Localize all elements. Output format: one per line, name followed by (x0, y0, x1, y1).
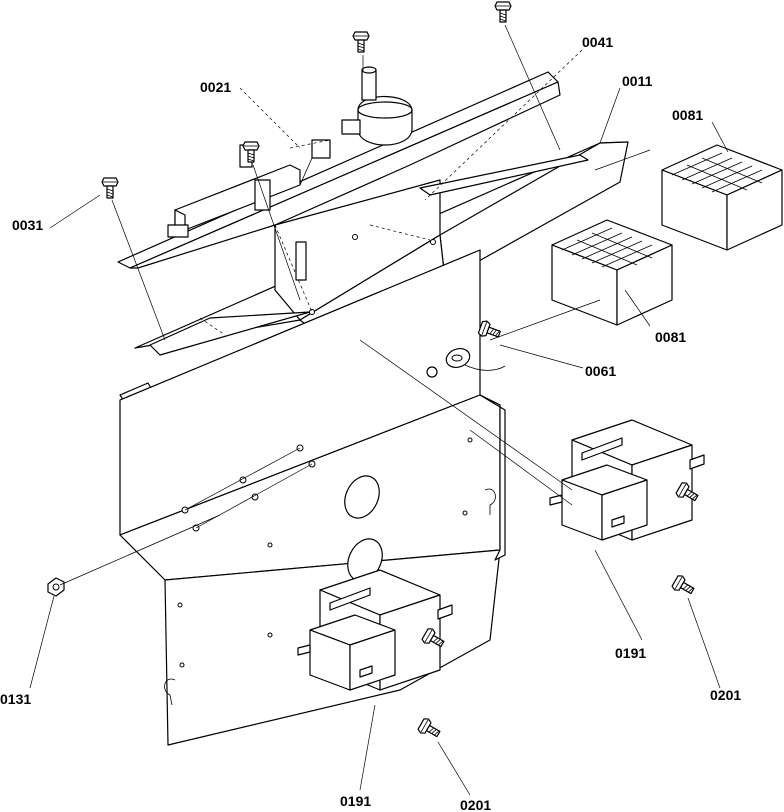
label-0081-middle: 0081 (655, 329, 686, 345)
label-0201-bottom: 0201 (460, 797, 491, 812)
screw-0061 (477, 319, 503, 343)
label-0041: 0041 (582, 34, 613, 50)
part-labels: 0021 0041 0011 0081 0031 0081 0061 0131 … (0, 34, 741, 812)
label-0011: 0011 (622, 73, 653, 89)
screw-top-1 (494, 1, 512, 23)
relay-0081-middle (551, 219, 673, 326)
screw-0201-right (670, 573, 697, 599)
label-0131: 0131 (0, 691, 31, 707)
label-0081-top: 0081 (672, 107, 703, 123)
screw-top-2 (352, 31, 370, 53)
label-0191-right: 0191 (615, 645, 646, 661)
label-0021: 0021 (200, 79, 231, 95)
label-0031: 0031 (12, 217, 43, 233)
screw-0201-bottom (416, 716, 443, 742)
assembly-lines (59, 24, 651, 586)
callout-leaders (29, 49, 729, 796)
transformer-0191-right (549, 419, 705, 541)
main-mounting-panel (119, 249, 506, 746)
label-0191-bottom: 0191 (340, 793, 371, 809)
label-0061: 0061 (585, 363, 616, 379)
relay-0081-top (661, 144, 783, 251)
screw-left-0031 (101, 177, 119, 199)
ground-clip-0061 (426, 347, 506, 378)
label-0201-right: 0201 (710, 687, 741, 703)
nut-0131 (47, 577, 65, 597)
